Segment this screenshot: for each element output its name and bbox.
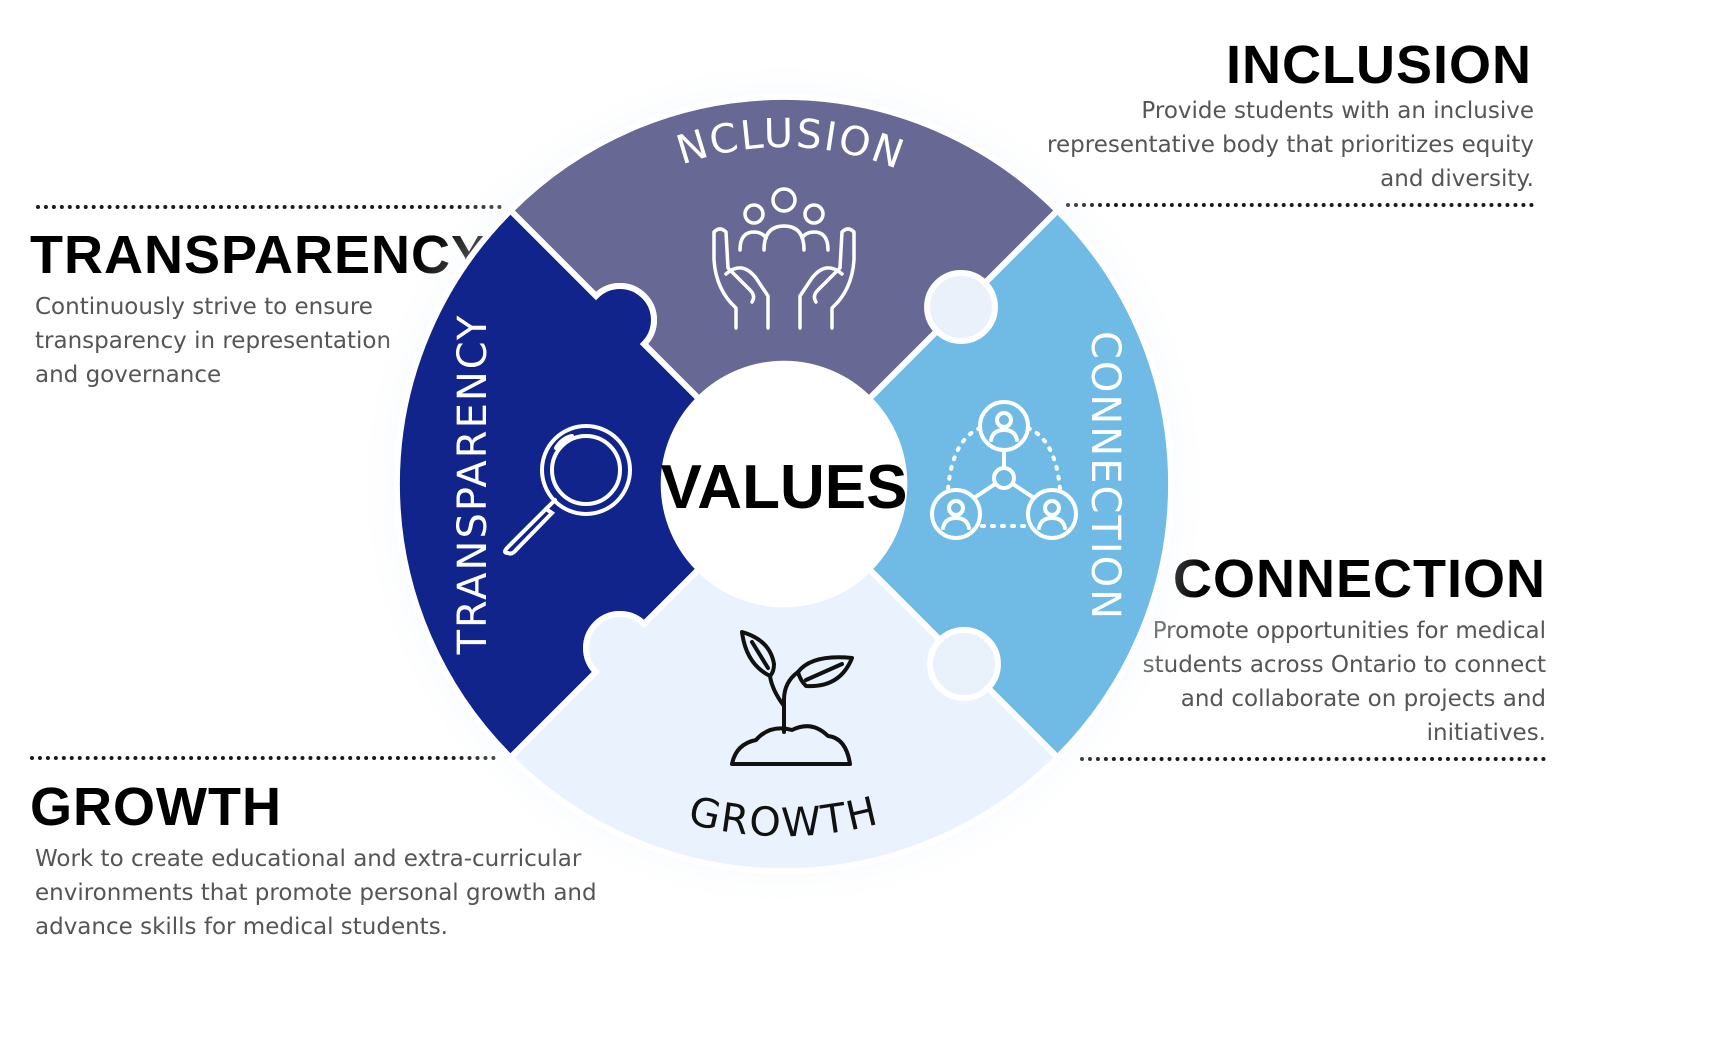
transparency-description-line: transparency in representation: [35, 328, 392, 354]
center-label: VALUES: [661, 453, 908, 522]
connection-segment: [864, 206, 1175, 762]
inclusion-description: Provide students with an inclusive repre…: [1047, 94, 1534, 196]
inclusion-divider: [1066, 203, 1534, 207]
connection-description-line: Promote opportunities for medical: [1152, 618, 1546, 644]
inclusion-description-line: Provide students with an inclusive: [1141, 98, 1534, 124]
transparency-description-line: Continuously strive to ensure: [35, 294, 373, 320]
connection-divider: [1080, 757, 1546, 761]
center-circle: [666, 366, 902, 602]
sprout-icon: [730, 630, 854, 766]
connection-description: Promote opportunities for medical studen…: [1143, 614, 1546, 750]
connection-description-line: and collaborate on projects and: [1180, 686, 1546, 712]
transparency-description-line: and governance: [35, 362, 222, 388]
transparency-divider: [36, 205, 502, 209]
growth-divider: [30, 756, 496, 760]
inclusion-description-line: representative body that prioritizes equ…: [1047, 132, 1534, 158]
inclusion-description-line: and diversity.: [1380, 166, 1534, 192]
growth-description-line: environments that promote personal growt…: [35, 880, 597, 906]
magnifying-glass-icon: [503, 424, 632, 556]
growth-description: Work to create educational and extra-cur…: [35, 842, 597, 944]
hands-holding-people-icon: [712, 187, 856, 330]
connection-heading: CONNECTION: [1173, 549, 1546, 609]
connection-description-line: students across Ontario to connect: [1142, 652, 1546, 678]
inclusion-heading: INCLUSION: [1226, 35, 1532, 95]
connection-description-line: initiatives.: [1426, 720, 1546, 746]
network-people-icon: [930, 400, 1078, 540]
growth-heading: GROWTH: [30, 777, 282, 837]
transparency-description: Continuously strive to ensure transparen…: [35, 290, 391, 392]
connection-wheel-label: CONNECTION: [1082, 331, 1128, 621]
growth-description-line: Work to create educational and extra-cur…: [35, 846, 582, 872]
transparency-wheel-label: TRANSPARENCY: [450, 314, 496, 656]
growth-description-line: advance skills for medical students.: [35, 914, 448, 940]
